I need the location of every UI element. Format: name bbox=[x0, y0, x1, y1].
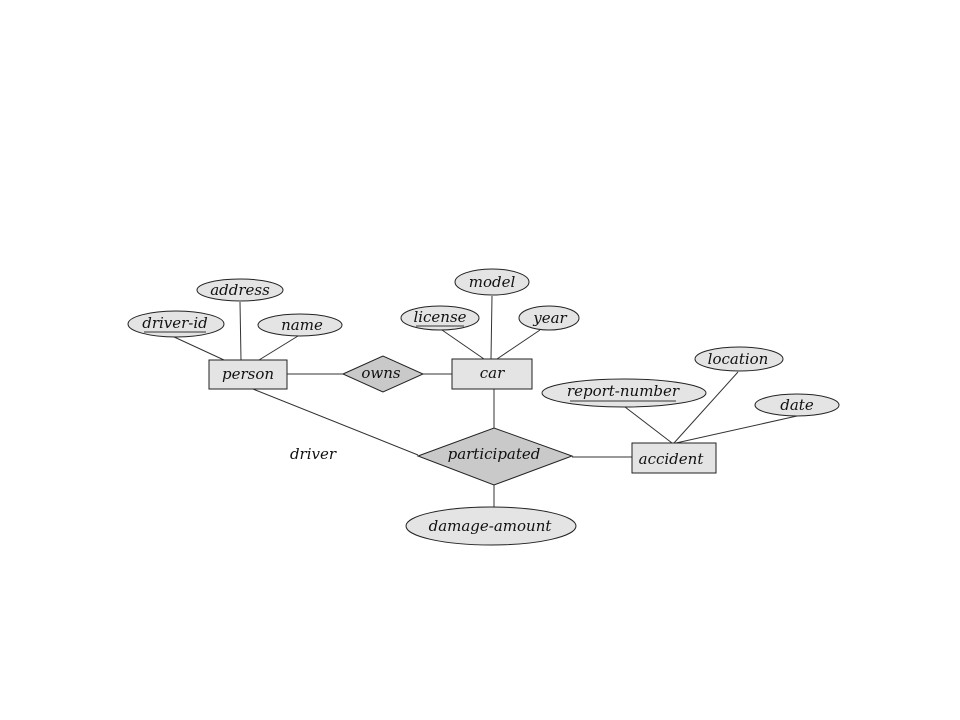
connectors bbox=[171, 295, 798, 508]
line-year-car bbox=[496, 329, 541, 360]
relationship-participated: participated bbox=[416, 427, 574, 486]
attribute-damage-amount: damage-amount bbox=[405, 506, 577, 546]
attribute-license-label: license bbox=[413, 308, 466, 326]
attribute-year: year bbox=[518, 305, 580, 331]
entity-accident: accident bbox=[631, 442, 717, 474]
attribute-name: name bbox=[257, 313, 343, 337]
attribute-model-label: model bbox=[469, 273, 516, 291]
line-date-accident bbox=[675, 415, 798, 444]
attribute-damage-amount-label: damage-amount bbox=[429, 517, 553, 535]
relationship-owns: owns bbox=[341, 355, 425, 393]
entity-accident-label: accident bbox=[639, 450, 705, 468]
attribute-driver-id: driver-id bbox=[127, 310, 225, 338]
line-report-number-accident bbox=[624, 406, 673, 444]
entity-person-label: person bbox=[222, 365, 274, 383]
attribute-driver-id-label: driver-id bbox=[142, 314, 208, 332]
attribute-address: address bbox=[196, 278, 284, 302]
entity-car: car bbox=[451, 358, 533, 390]
entity-person: person bbox=[208, 359, 288, 390]
line-license-car bbox=[441, 329, 485, 360]
attribute-model: model bbox=[454, 268, 530, 296]
attribute-license: license bbox=[400, 305, 480, 331]
attribute-report-number-label: report-number bbox=[567, 382, 680, 400]
attribute-location: location bbox=[694, 346, 784, 372]
line-person-participated bbox=[252, 388, 419, 456]
relationship-participated-label: participated bbox=[448, 445, 541, 463]
entity-car-label: car bbox=[480, 364, 505, 382]
line-driver-id-person bbox=[171, 335, 225, 361]
attribute-date-label: date bbox=[780, 396, 814, 414]
line-name-person bbox=[258, 335, 299, 361]
attribute-address-label: address bbox=[210, 281, 270, 299]
attribute-location-label: location bbox=[708, 350, 769, 368]
attribute-date: date bbox=[754, 393, 840, 417]
attribute-name-label: name bbox=[281, 316, 323, 334]
line-model-car bbox=[490, 295, 493, 360]
role-driver-label: driver bbox=[290, 445, 337, 463]
attribute-report-number: report-number bbox=[541, 378, 707, 408]
attribute-year-label: year bbox=[532, 309, 567, 327]
relationship-owns-label: owns bbox=[361, 364, 401, 382]
line-address-person bbox=[239, 301, 242, 361]
line-location-accident bbox=[673, 371, 739, 444]
